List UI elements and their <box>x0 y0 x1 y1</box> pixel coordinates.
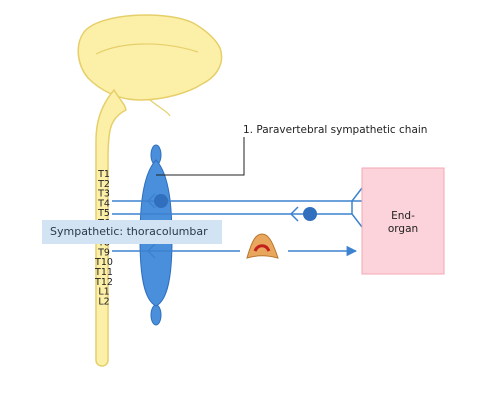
segment-label-t10: T10 <box>94 257 113 268</box>
end-organ-label-line1: End- <box>391 210 415 222</box>
segment-label-t2: T2 <box>97 179 110 190</box>
end-organ-label-line2: organ <box>388 223 418 235</box>
adrenal-gland-icon <box>246 233 279 259</box>
segment-label-t3: T3 <box>97 189 110 200</box>
segment-label-t9: T9 <box>97 247 110 258</box>
spinal-cord <box>95 88 127 367</box>
segment-label-l1: L1 <box>98 287 109 298</box>
callout-label: 1. Paravertebral sympathetic chain <box>243 124 427 136</box>
sympathetic-thoracolumbar-label: Sympathetic: thoracolumbar <box>42 220 222 244</box>
chain-ganglion-dot <box>154 194 168 208</box>
segment-label-t5: T5 <box>97 208 110 219</box>
segment-label-t1: T1 <box>97 169 110 180</box>
segment-label-t11: T11 <box>94 267 113 278</box>
prevertebral-ganglion-dot <box>303 207 317 221</box>
synapse-chevrons <box>146 187 363 259</box>
segment-label-t12: T12 <box>94 277 113 288</box>
end-organ: End- organ <box>361 167 445 275</box>
segment-label-l2: L2 <box>98 296 109 307</box>
callout-leader-line <box>156 137 245 176</box>
brain <box>77 14 223 117</box>
segment-label-t4: T4 <box>97 198 110 209</box>
